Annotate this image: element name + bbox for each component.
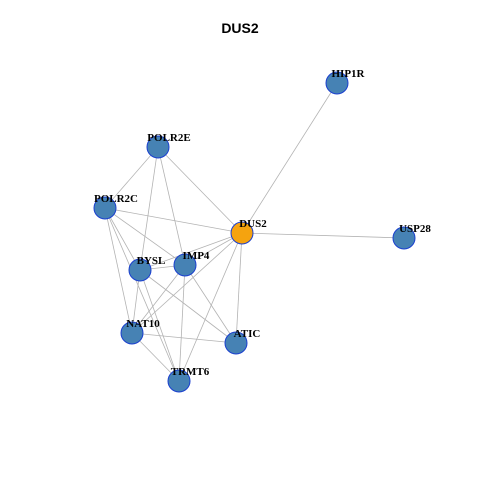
- edge-imp4-nat10: [131, 264, 186, 334]
- edge-polr2e-imp4: [157, 146, 186, 266]
- edge-polr2e-bysl: [139, 146, 159, 271]
- node-trmt6[interactable]: [167, 369, 191, 393]
- edge-dus2-trmt6: [178, 232, 243, 382]
- node-usp28[interactable]: [392, 226, 416, 250]
- node-polr2e[interactable]: [146, 135, 170, 159]
- node-label-trmt6: TRMT6: [171, 366, 210, 378]
- edge-polr2c-nat10: [104, 207, 133, 334]
- node-label-polr2c: POLR2C: [94, 193, 138, 205]
- node-nat10[interactable]: [120, 321, 144, 345]
- edge-bysl-atic: [139, 269, 237, 344]
- edge-bysl-trmt6: [139, 269, 180, 382]
- edge-polr2c-trmt6: [104, 207, 180, 382]
- edge-dus2-hip1r: [241, 82, 338, 234]
- edge-imp4-atic: [184, 264, 237, 344]
- node-label-imp4: IMP4: [183, 250, 210, 262]
- edge-dus2-usp28: [241, 232, 405, 239]
- edge-dus2-nat10: [131, 232, 243, 334]
- node-label-bysl: BYSL: [137, 255, 166, 267]
- node-label-usp28: USP28: [399, 223, 431, 235]
- node-atic[interactable]: [224, 331, 248, 355]
- node-label-polr2e: POLR2E: [147, 132, 190, 144]
- plot-title: DUS2: [221, 20, 259, 36]
- node-bysl[interactable]: [128, 258, 152, 282]
- node-layer: [93, 71, 416, 393]
- node-imp4[interactable]: [173, 253, 197, 277]
- edge-polr2c-bysl: [104, 207, 141, 271]
- node-label-hip1r: HIP1R: [332, 68, 366, 80]
- edge-nat10-atic: [131, 332, 237, 344]
- node-label-dus2: DUS2: [239, 218, 267, 230]
- edge-dus2-polr2e: [157, 146, 243, 234]
- node-label-nat10: NAT10: [126, 318, 160, 330]
- node-label-atic: ATIC: [234, 328, 261, 340]
- node-hip1r[interactable]: [325, 71, 349, 95]
- edge-polr2e-polr2c: [104, 146, 159, 209]
- edge-imp4-trmt6: [178, 264, 186, 382]
- edge-dus2-bysl: [139, 232, 243, 271]
- edge-dus2-polr2c: [104, 207, 243, 234]
- edge-polr2c-imp4: [104, 207, 186, 266]
- edge-layer: [104, 82, 405, 382]
- node-dus2[interactable]: [230, 221, 254, 245]
- edge-dus2-atic: [235, 232, 243, 344]
- node-polr2c[interactable]: [93, 196, 117, 220]
